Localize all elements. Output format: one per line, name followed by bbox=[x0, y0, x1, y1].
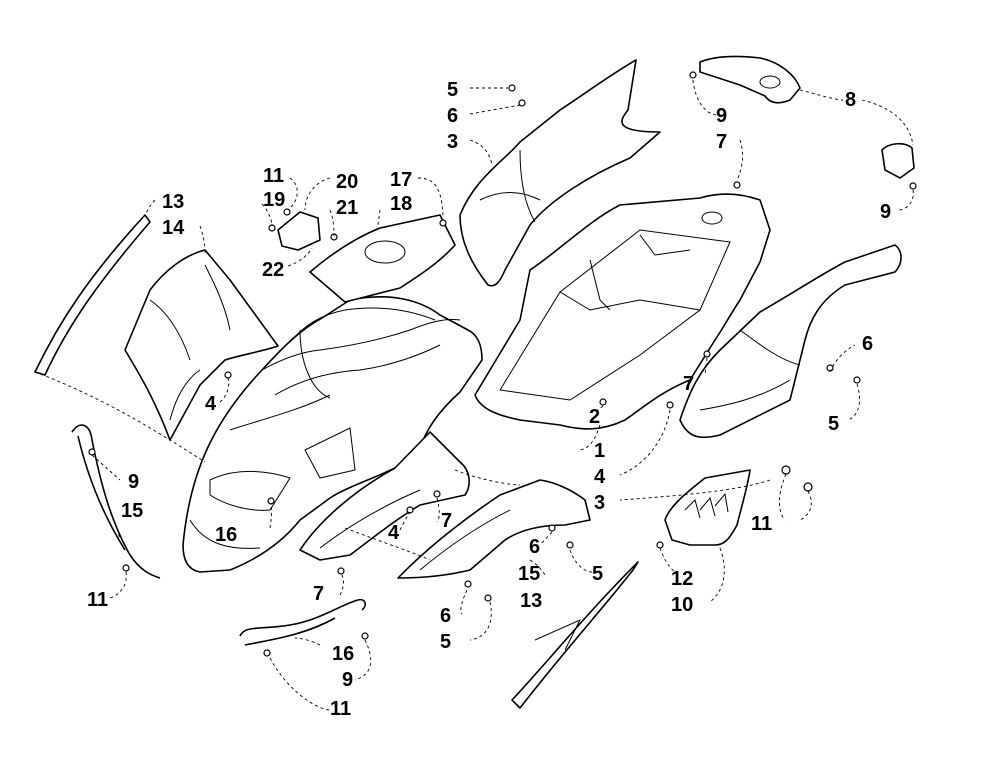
callout-5: 5 bbox=[440, 631, 451, 653]
heat-shield bbox=[664, 469, 751, 546]
lower-trim-strip bbox=[511, 561, 639, 709]
callout-7: 7 bbox=[441, 510, 452, 532]
callout-5: 5 bbox=[447, 79, 458, 101]
callout-3: 3 bbox=[447, 131, 458, 153]
callout-11: 11 bbox=[263, 165, 284, 187]
callout-15: 15 bbox=[518, 563, 540, 585]
callout-11: 11 bbox=[330, 698, 351, 720]
callout-9: 9 bbox=[342, 669, 353, 691]
callout-12: 10 bbox=[671, 594, 693, 616]
callout-9: 9 bbox=[128, 471, 139, 493]
callout-11: 11 bbox=[87, 589, 108, 611]
callout-5: 5 bbox=[592, 563, 603, 585]
callout-4: 4 bbox=[594, 466, 606, 488]
callout-17: 17 bbox=[390, 169, 412, 191]
callout-2: 2 bbox=[589, 406, 600, 428]
front-body-panel bbox=[182, 296, 483, 573]
rear-fender-right bbox=[679, 244, 902, 439]
front-fender bbox=[299, 431, 470, 561]
callout-9: 9 bbox=[880, 201, 891, 223]
callout-4: 4 bbox=[388, 522, 400, 544]
callout-19: 19 bbox=[263, 189, 285, 211]
callout-8: 8 bbox=[845, 89, 856, 111]
footwell-panel bbox=[397, 479, 591, 579]
callout-6: 6 bbox=[440, 605, 451, 627]
callout-21: 21 bbox=[336, 197, 358, 219]
hardware bbox=[88, 71, 917, 657]
callout-3: 3 bbox=[594, 492, 605, 514]
callout-11: 12 bbox=[671, 568, 693, 590]
callout-14: 16 bbox=[215, 524, 237, 546]
grab-bar-lower bbox=[239, 598, 367, 646]
callout-16: 15 bbox=[121, 500, 143, 522]
callout-22: 22 bbox=[262, 259, 284, 281]
callout-6: 6 bbox=[447, 105, 458, 127]
callout-1: 1 bbox=[594, 440, 605, 462]
bracket-8 bbox=[699, 55, 915, 179]
callout-10: 11 bbox=[751, 513, 772, 535]
callout-5: 5 bbox=[828, 413, 839, 435]
callout-7: 7 bbox=[716, 131, 727, 153]
callout-6: 6 bbox=[529, 536, 540, 558]
callout-labels: 5 6 3 9 7 8 9 17 18 11 19 20 21 22 13 14… bbox=[87, 79, 891, 720]
callout-6: 6 bbox=[862, 333, 873, 355]
storage-tray-18 bbox=[309, 214, 456, 303]
callout-15: 14 bbox=[162, 217, 185, 239]
callout-4: 4 bbox=[205, 393, 217, 415]
bracket-plate-20 bbox=[277, 211, 321, 251]
callout-7: 7 bbox=[683, 373, 694, 395]
callout-13: 13 bbox=[162, 191, 184, 213]
grab-bar-left bbox=[71, 424, 161, 579]
callout-16: 16 bbox=[332, 643, 354, 665]
callout-7: 7 bbox=[313, 583, 324, 605]
rear-fender-top bbox=[459, 59, 661, 287]
callout-20: 20 bbox=[336, 171, 358, 193]
leader-lines bbox=[34, 79, 914, 711]
callout-9: 9 bbox=[716, 105, 727, 127]
front-hood-panel bbox=[124, 249, 279, 441]
left-trim-strip bbox=[34, 214, 151, 376]
callout-13: 13 bbox=[520, 590, 542, 612]
rear-body-panel bbox=[474, 193, 771, 430]
callout-18: 18 bbox=[390, 193, 412, 215]
